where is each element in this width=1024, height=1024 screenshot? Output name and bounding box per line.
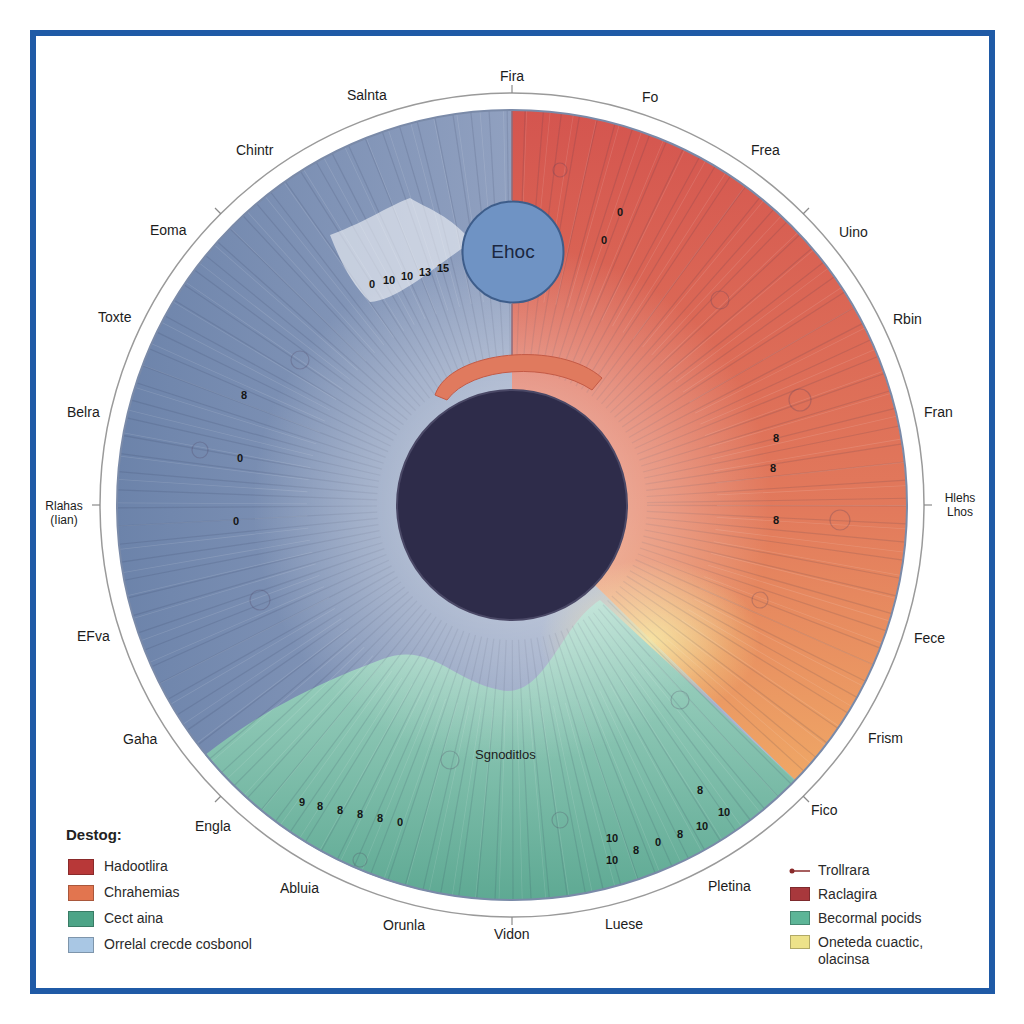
legend-swatch	[68, 937, 94, 953]
callout-number: 8	[241, 389, 247, 401]
legend-text: Orrelal crecde cosbonol	[104, 936, 252, 953]
callout-number: 13	[419, 266, 431, 278]
legend-text: Trollrara	[818, 862, 870, 879]
ring-label: Abluia	[280, 880, 319, 896]
divider-line	[511, 304, 513, 360]
ring-label: Fico	[811, 802, 837, 818]
pupil	[397, 390, 627, 620]
iris-spots	[192, 163, 850, 867]
legend-swatch	[68, 885, 94, 901]
callout-number: 0	[601, 234, 607, 246]
callout-number: 0	[655, 836, 661, 848]
iris-blue-region	[117, 110, 907, 900]
callout-number: 10	[383, 274, 395, 286]
callout-number: 10	[606, 832, 618, 844]
callout-number: 8	[357, 808, 363, 820]
callout-number: 8	[337, 804, 343, 816]
iris-glow	[252, 245, 772, 765]
callout-number: 10	[401, 270, 413, 282]
legend-text: Oneteda cuactic, olacinsa	[818, 934, 968, 968]
ring-label: EFva	[77, 628, 110, 644]
legend-text: Raclagira	[818, 886, 877, 903]
legend-text: Cect aina	[104, 910, 163, 927]
legend-text: Chrahemias	[104, 884, 179, 901]
ring-label: Uino	[839, 224, 868, 240]
ring-label: Salnta	[347, 87, 387, 103]
legend-swatch	[790, 887, 810, 901]
legend-text: Hadootlira	[104, 858, 168, 875]
white-patch	[330, 198, 472, 302]
callout-number: 8	[697, 784, 703, 796]
ring-label: Vidon	[494, 926, 530, 942]
ring-label: Fece	[914, 630, 945, 646]
ring-label: Eoma	[150, 222, 187, 238]
region-label: Ehoc	[491, 241, 534, 263]
callout-number: 9	[299, 796, 305, 808]
callout-number: 8	[770, 462, 776, 474]
ring-label: Fo	[642, 89, 658, 105]
callout-number: 0	[233, 515, 239, 527]
callout-number: 0	[237, 452, 243, 464]
ring-label: Rlahas (Iian)	[37, 499, 91, 527]
callout-number: 8	[317, 800, 323, 812]
legend-swatch	[790, 911, 810, 925]
divider-line	[511, 110, 513, 200]
legend-title: Destog:	[66, 826, 122, 844]
legend-swatch	[68, 859, 94, 875]
ring-label: Frea	[751, 142, 780, 158]
ring-label: Toxte	[98, 309, 131, 325]
ring-ticks	[92, 85, 932, 925]
callout-number: 10	[718, 806, 730, 818]
legend-text: Becormal pocids	[818, 910, 922, 927]
ring-label: Fran	[924, 404, 953, 420]
outer-ring	[100, 93, 924, 917]
ring-label: Gaha	[123, 731, 157, 747]
iris-outline	[117, 110, 907, 900]
callout-number: 15	[437, 262, 449, 274]
ring-label: Orunla	[383, 917, 425, 933]
region-label: Sgnoditlos	[475, 747, 536, 763]
callout-number: 0	[369, 278, 375, 290]
ring-label: Engla	[195, 818, 231, 834]
legend-line-sample	[788, 862, 812, 878]
iris-fibers	[247, 240, 777, 770]
callout-number: 8	[633, 844, 639, 856]
legend-swatch	[790, 935, 810, 949]
ring-label: Hlehs Lhos	[933, 491, 987, 519]
callout-number: 0	[397, 816, 403, 828]
frame	[33, 33, 992, 991]
callout-number: 8	[377, 812, 383, 824]
callout-number: 8	[677, 828, 683, 840]
callout-number: 8	[773, 514, 779, 526]
region-circle: Ehoc	[461, 200, 565, 304]
callout-number: 8	[773, 432, 779, 444]
callout-number: 10	[606, 854, 618, 866]
callout-number: 10	[696, 820, 708, 832]
ring-label: Chintr	[236, 142, 273, 158]
ring-label: Frism	[868, 730, 903, 746]
ring-label: Pletina	[708, 878, 751, 894]
legend-swatch	[68, 911, 94, 927]
ring-label: Fira	[500, 68, 524, 84]
ring-label: Luese	[605, 916, 643, 932]
ring-label: Belra	[67, 404, 100, 420]
ring-label: Rbin	[893, 311, 922, 327]
callout-number: 0	[617, 206, 623, 218]
